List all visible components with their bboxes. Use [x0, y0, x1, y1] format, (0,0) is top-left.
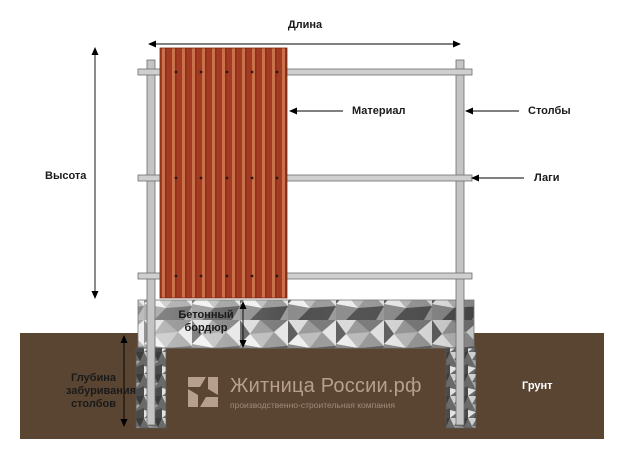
watermark-title: Житница России.рф — [230, 375, 422, 397]
ground-label: Грунт — [522, 380, 553, 392]
posts-label: Столбы — [528, 105, 571, 117]
screw-dot — [174, 70, 178, 74]
post-right — [455, 59, 465, 426]
watermark: Житница России.рф производственно-строит… — [186, 375, 446, 415]
screw-dot — [225, 274, 229, 278]
concrete-border-label-line1: Бетонный — [178, 309, 234, 321]
watermark-subtitle: производственно-строительная компания — [230, 400, 395, 410]
screw-dot — [174, 176, 178, 180]
watermark-logo-icon — [188, 377, 218, 407]
length-label: Длина — [287, 19, 323, 31]
rail-bottom — [137, 272, 473, 280]
depth-label-line1: Глубина — [71, 372, 116, 384]
post-left — [146, 59, 156, 426]
screw-dot — [275, 176, 279, 180]
screw-dot — [225, 176, 229, 180]
concrete-border-label: Бетонный бордюр — [174, 309, 238, 335]
depth-label: Глубина забуривания столбов — [66, 372, 137, 412]
screw-dot — [225, 70, 229, 74]
material-label: Материал — [352, 105, 406, 117]
rails-label: Лаги — [534, 172, 560, 184]
screw-dot — [199, 70, 203, 74]
depth-label-line2: забуривания — [66, 385, 137, 398]
sheet-screws — [174, 70, 279, 278]
screw-dot — [250, 274, 254, 278]
ground — [20, 333, 604, 439]
height-label: Высота — [45, 170, 87, 182]
screw-dot — [199, 176, 203, 180]
rail-top — [137, 68, 473, 76]
concrete-border-label-line2: бордюр — [184, 322, 228, 335]
screw-dot — [250, 176, 254, 180]
screw-dot — [250, 70, 254, 74]
concrete-border-outline — [137, 299, 475, 349]
concrete-border-highlight — [138, 300, 474, 348]
screw-dot — [199, 274, 203, 278]
profiled-sheet — [159, 47, 288, 299]
screw-dot — [275, 274, 279, 278]
screw-dot — [174, 274, 178, 278]
screw-dot — [275, 70, 279, 74]
depth-label-line3: столбов — [71, 398, 116, 411]
